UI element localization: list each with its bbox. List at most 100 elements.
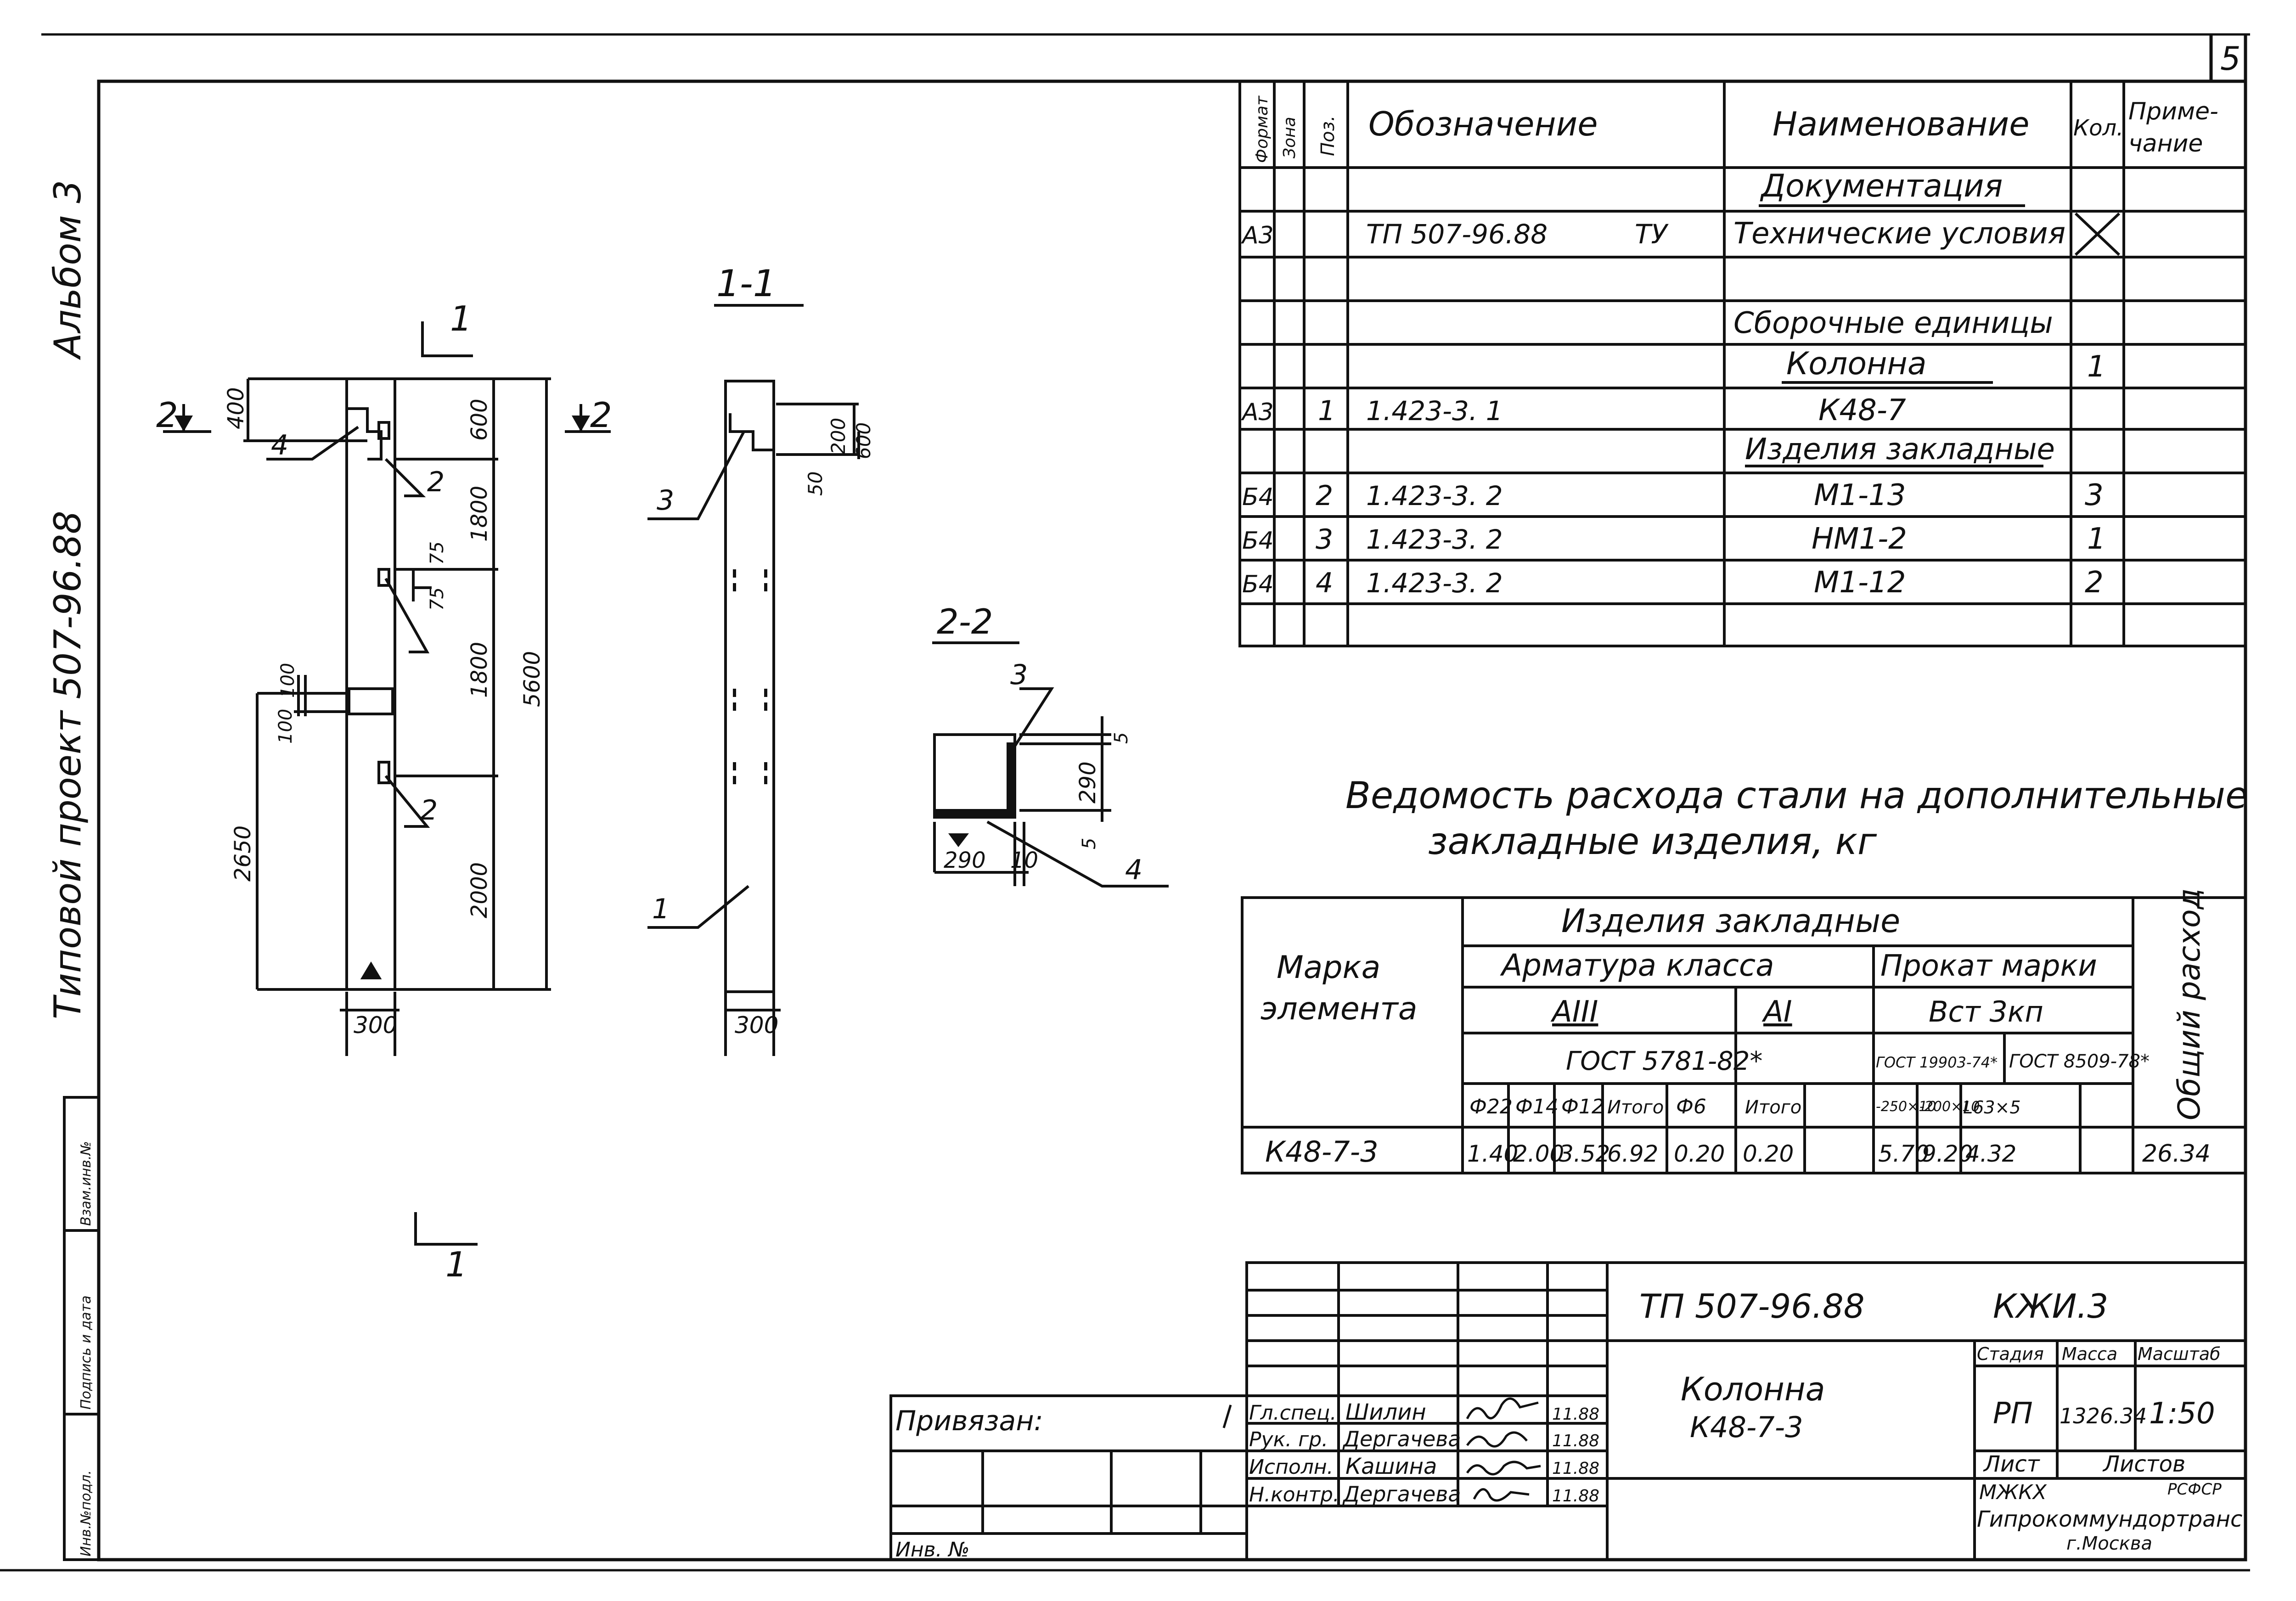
spec-row-5-name: К48-7 [1818, 393, 1906, 427]
dim-2-2-10: 10 [1010, 848, 1038, 873]
tb-signer-0-date: 11.88 [1552, 1405, 1599, 1424]
steel-title-line1: Ведомость расхода стали на дополнительны… [1345, 774, 2248, 817]
tb-signer-1-role: Рук. гр. [1249, 1428, 1328, 1451]
spec-header-designation: Обозначение [1368, 105, 1598, 143]
section-1-1-title: 1-1 [716, 262, 777, 305]
spec-row-7-qty: 3 [2085, 478, 2104, 512]
pos-1: 1 [652, 893, 670, 925]
spec-row-5-format: А3 [1241, 399, 1274, 426]
specification-table: Формат Зона Поз. Обозначение Наименовани… [1238, 80, 2247, 647]
tb-signer-0-name: Шилин [1345, 1399, 1426, 1425]
steel-total: 26.34 [2142, 1140, 2211, 1168]
spec-row-8-format: Б4 [1242, 527, 1274, 555]
steel-val-5: 0.20 [1743, 1140, 1794, 1167]
section-2-2-title: 2-2 [937, 601, 993, 642]
dim-100-a: 100 [275, 709, 296, 744]
dim-75-b: 75 [427, 587, 448, 611]
margin-stamp-inv: Инв.№подл. [78, 1470, 94, 1556]
tb-scale: 1:50 [2149, 1397, 2215, 1431]
tb-mark: КЖИ.3 [1993, 1287, 2108, 1326]
steel-col-2: Ф12 [1561, 1095, 1604, 1118]
spec-row-1-designation: ТП 507-96.88 [1366, 219, 1548, 250]
spec-row-8-qty: 1 [2087, 522, 2106, 556]
dim-2-2-5-b: 5 [1079, 838, 1100, 849]
dim-1-1-300: 300 [735, 1012, 778, 1039]
tb-bound-slash [1222, 1404, 1232, 1428]
dim-100-b: 100 [277, 663, 298, 698]
spec-row-6-name: Изделия закладные [1745, 433, 2055, 466]
tb-signer-2-role: Исполн. [1249, 1455, 1334, 1479]
tb-signer-3-name: Дергачева [1342, 1482, 1461, 1506]
dim-1800-a: 1800 [467, 486, 492, 542]
spec-row-9-designation: 1.423-3. 2 [1366, 567, 1503, 599]
dim-2650: 2650 [230, 826, 256, 882]
dim-2-2-290-b: 290 [944, 848, 986, 873]
steel-armatura-header: Арматура класса [1500, 948, 1774, 983]
cut-mark-1-bottom: 1 [445, 1244, 467, 1285]
tb-stage-label: Стадия [1977, 1344, 2044, 1364]
dim-1-1-200: 200 [827, 418, 850, 455]
pos-3-section: 3 [657, 484, 674, 517]
spec-row-1-suffix: ТУ [1635, 219, 1669, 250]
steel-title-line2: закладные изделия, кг [1428, 820, 1877, 863]
tb-org-4: г.Москва [2066, 1533, 2152, 1554]
dim-1-1-600: 600 [852, 422, 875, 459]
spec-row-4-qty: 1 [2087, 350, 2106, 384]
spec-row-5-designation: 1.423-3. 1 [1366, 395, 1503, 427]
spec-row-7-pos: 2 [1316, 480, 1333, 512]
steel-val-3: 6.92 [1607, 1140, 1658, 1167]
pos-4-2-2: 4 [1125, 854, 1142, 886]
dim-75-a: 75 [427, 541, 448, 565]
pos-2-top: 2 [427, 466, 445, 498]
steel-col-4: Ф6 [1676, 1095, 1706, 1118]
margin-stamp-signature: Подпись и дата [78, 1296, 94, 1410]
steel-val-2: 3.52 [1559, 1140, 1610, 1167]
steel-val-4: 0.20 [1674, 1140, 1725, 1167]
tb-signer-2-name: Кашина [1345, 1454, 1437, 1479]
dim-2000: 2000 [467, 862, 492, 918]
steel-row-mark: К48-7-3 [1265, 1135, 1379, 1168]
steel-a3: АIII [1550, 995, 1598, 1029]
tb-code: ТП 507-96.88 [1639, 1287, 1865, 1326]
steel-col-8: L63×5 [1963, 1097, 2021, 1118]
tb-org-1: МЖКХ [1979, 1481, 2047, 1504]
steel-val-8: 4.32 [1965, 1140, 2016, 1167]
side-annotation: Альбом 3 Типовой проект 507-96.88 [46, 180, 89, 1019]
steel-a1: АI [1761, 995, 1792, 1029]
spec-header-pos: Поз. [1317, 115, 1339, 156]
spec-row-3-name: Сборочные единицы [1733, 306, 2053, 340]
dim-5600: 5600 [519, 651, 545, 707]
spec-row-9-pos: 4 [1316, 567, 1333, 599]
steel-col-3: Итого [1607, 1097, 1664, 1118]
steel-vst: Вст 3кп [1929, 995, 2043, 1028]
tb-inv: Инв. № [895, 1538, 969, 1562]
margin-stamp-replace: Взам.инв.№ [78, 1141, 94, 1226]
spec-row-9-format: Б4 [1242, 571, 1274, 598]
steel-total-header: Общий расход [2172, 888, 2207, 1120]
steel-col-0: Ф22 [1469, 1095, 1513, 1118]
tb-signer-1-date: 11.88 [1552, 1432, 1599, 1450]
dim-1-1-50: 50 [804, 472, 827, 496]
steel-gost-8509: ГОСТ 8509-78* [2009, 1051, 2150, 1072]
dim-600: 600 [467, 399, 492, 441]
cut-mark-2-left: 2 [156, 395, 178, 435]
tb-bound: Привязан: [895, 1405, 1043, 1437]
spec-row-5-pos: 1 [1318, 395, 1335, 427]
spec-row-4-name: Колонна [1786, 346, 1927, 382]
steel-val-0: 1.40 [1467, 1140, 1518, 1167]
tb-org-3: Гипрокоммундортранс [1977, 1506, 2242, 1532]
section-2-2: 2-2 5 290 5 290 10 3 4 [932, 601, 1169, 888]
side-album: Альбом 3 [46, 180, 89, 360]
tb-signer-3-date: 11.88 [1552, 1487, 1599, 1506]
spec-row-1-format: А3 [1241, 222, 1274, 249]
spec-row-9-qty: 2 [2085, 566, 2104, 600]
steel-prokat-header: Прокат марки [1880, 949, 2097, 983]
spec-header-name: Наименование [1773, 105, 2030, 143]
margin-stamp: Инв.№подл. Подпись и дата Взам.инв.№ [63, 1096, 100, 1561]
pos-4: 4 [271, 429, 288, 461]
column-elevation: 1 1 2 2 400 600 1800 1800 5600 2000 2650… [156, 298, 612, 1285]
dim-2-2-5-a: 5 [1111, 732, 1132, 744]
dim-400: 400 [223, 387, 249, 429]
